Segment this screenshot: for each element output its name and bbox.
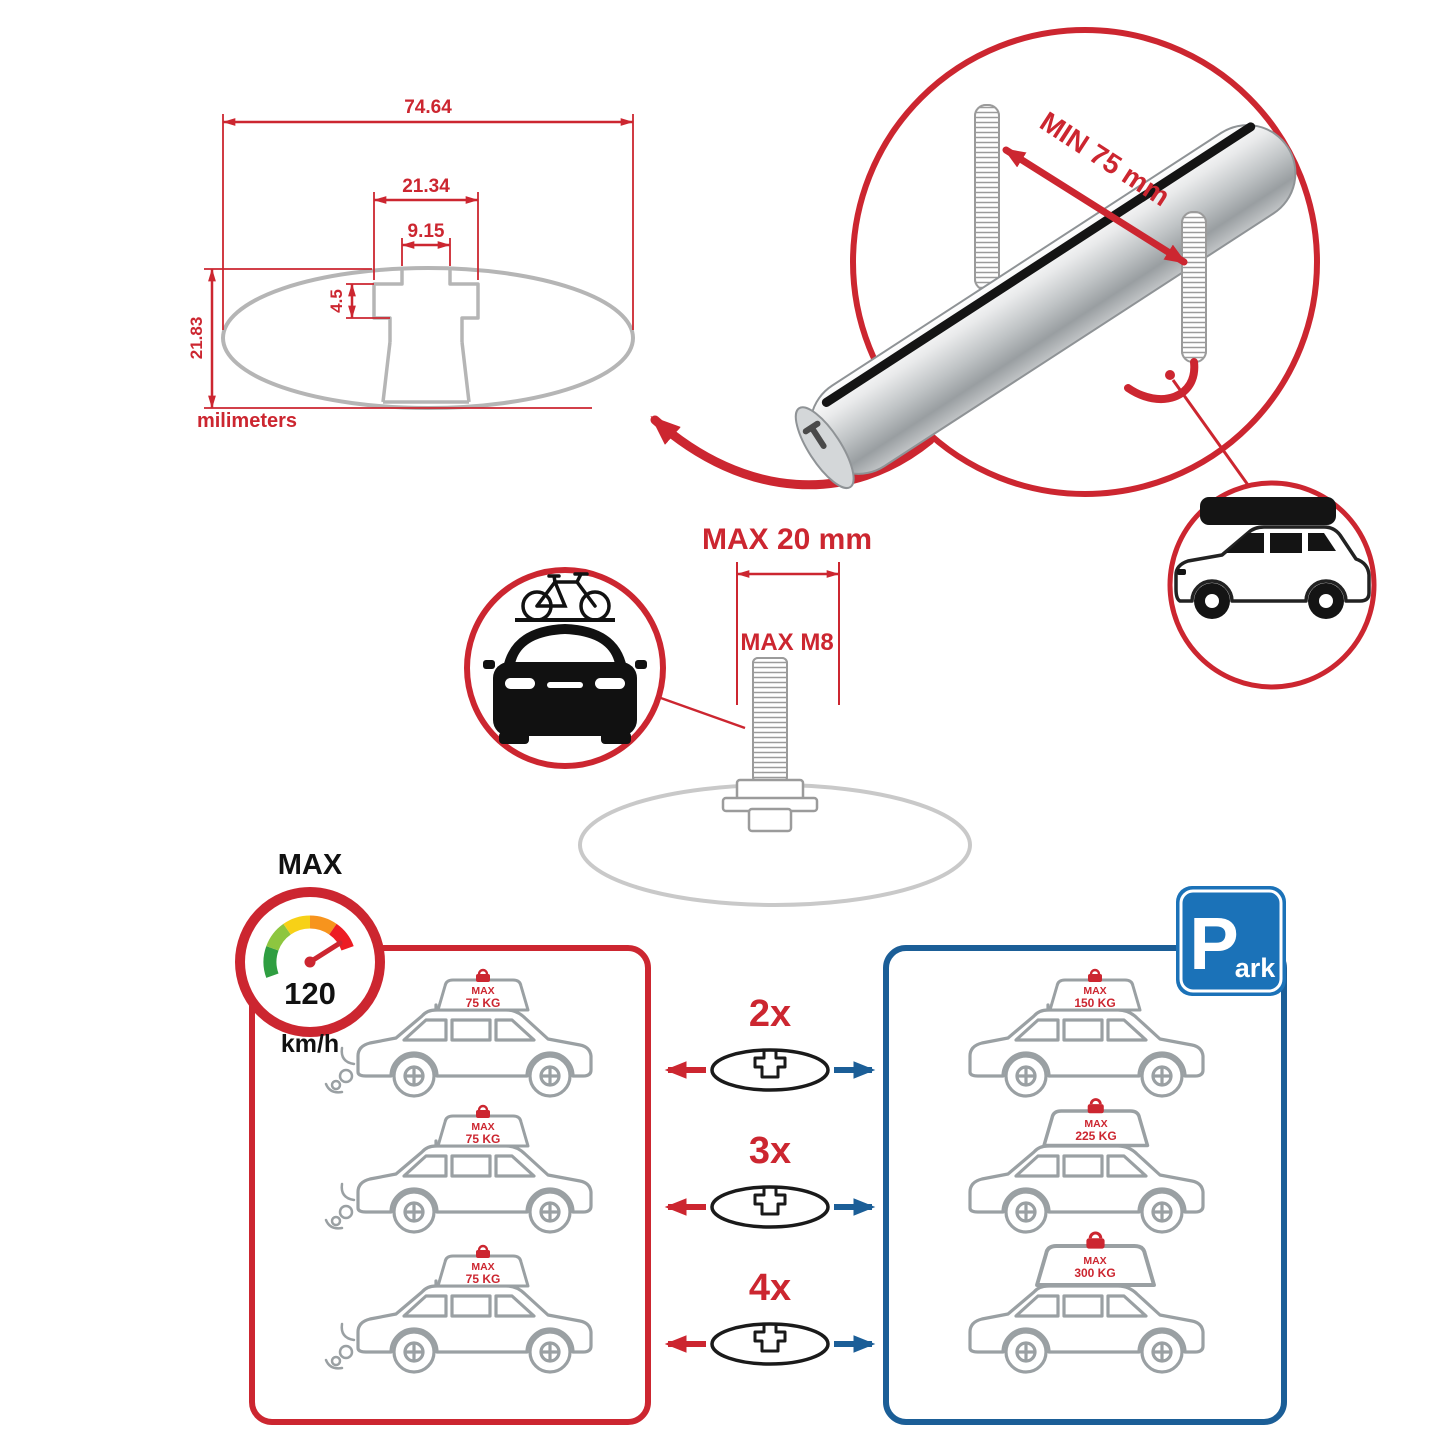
parking-sign-border: [1179, 889, 1283, 993]
dimension-lines: [204, 114, 634, 409]
dim-width-total: 74.64: [404, 97, 452, 118]
speed-value: 120: [284, 976, 336, 1011]
suv-illustration: [1174, 497, 1371, 619]
zoom-pointer-arrow: [650, 415, 935, 490]
bolt-dimension-lines: [736, 562, 840, 705]
speed-unit: km/h: [281, 1030, 339, 1058]
cross-section-diagram: 74.64 21.34 9.15 4.5 21.83 milimeters: [187, 97, 635, 432]
bar-count-row-3: 4x: [664, 1267, 876, 1366]
car-parked-3: MAX 300 KG: [968, 1231, 1205, 1374]
roofbox-load-label: 150 KG: [1074, 996, 1115, 1010]
u-bolt-rod-right: [1181, 211, 1207, 363]
bar-count-label: 3x: [749, 1130, 791, 1172]
roofbox-load-label: 75 KG: [466, 1272, 501, 1286]
bar-count-row-1: 2x: [664, 993, 876, 1092]
bar-count-label: 4x: [749, 1267, 791, 1309]
roofbox-max-label: MAX: [1083, 985, 1106, 997]
roofbox-max-label: MAX: [471, 1261, 494, 1273]
dim-slot-width: 9.15: [408, 221, 445, 242]
roofbox-max-label: MAX: [1084, 1118, 1107, 1130]
roofbox-load-label: 300 KG: [1074, 1266, 1115, 1280]
roofbox-load-label: 75 KG: [466, 996, 501, 1010]
max-bolt-length-label: MAX 20 mm: [702, 523, 872, 556]
car-parked-2: MAX 225 KG: [968, 1097, 1205, 1234]
crossbar-cross-section-icon: [710, 1322, 830, 1366]
crossbar-profile-ellipse: [221, 266, 635, 410]
pointer-dot: [1165, 370, 1175, 380]
min-spacing-arrow: [1002, 146, 1188, 266]
bar-zoom-bubble: MIN 75 mm: [794, 27, 1320, 497]
units-label: milimeters: [197, 410, 297, 432]
crossbar-cross-section-icon: [710, 1185, 830, 1229]
roofbox-max-label: MAX: [471, 1121, 494, 1133]
roofbox-load-label: 225 KG: [1075, 1129, 1116, 1143]
car-driving-2: MAX 75 KG: [324, 1104, 593, 1234]
bar-count-label: 2x: [749, 993, 791, 1035]
clamp-hook: [1124, 358, 1199, 403]
roofbox-max-label: MAX: [471, 985, 494, 997]
car-driving-3: MAX 75 KG: [324, 1244, 593, 1374]
car-front-with-bike: [483, 572, 647, 744]
max-thread-label: MAX M8: [740, 629, 833, 656]
gauge-hub: [304, 956, 316, 968]
bubble-connector-line: [1171, 379, 1255, 493]
parking-sign: P ark: [1176, 886, 1286, 996]
car-parked-1: MAX 150 KG: [968, 968, 1205, 1098]
u-bolt-rod-left: [974, 104, 1000, 291]
crossbar-cross-section-icon: [710, 1048, 830, 1092]
roofbox-max-label: MAX: [1083, 1255, 1106, 1267]
dim-cavity-width: 21.34: [402, 176, 450, 197]
bolt-diagram: MAX 20 mm MAX M8: [464, 523, 972, 907]
t-slot-channel-outline: [372, 269, 480, 404]
gauge-needle: [307, 940, 343, 965]
dim-lip-depth: 4.5: [327, 289, 346, 313]
parking-suffix: ark: [1235, 953, 1277, 983]
bar-count-row-2: 3x: [664, 1130, 876, 1229]
car-driving-1: MAX 75 KG: [324, 968, 593, 1098]
dim-height-total: 21.83: [187, 317, 206, 360]
bike-car-bubble: [464, 567, 666, 769]
speedometer: MAX 120 km/h: [235, 849, 385, 1058]
roofbox-car-bubble: [1167, 480, 1377, 690]
roofbox-load-label: 75 KG: [466, 1132, 501, 1146]
gauge-arcs: [263, 915, 354, 978]
parking-sign-plate: [1176, 886, 1286, 996]
t-bolt: [721, 657, 819, 833]
speed-max-label: MAX: [278, 849, 343, 881]
parking-letter: P: [1189, 902, 1238, 985]
bubble-connector-line-2: [657, 695, 746, 730]
